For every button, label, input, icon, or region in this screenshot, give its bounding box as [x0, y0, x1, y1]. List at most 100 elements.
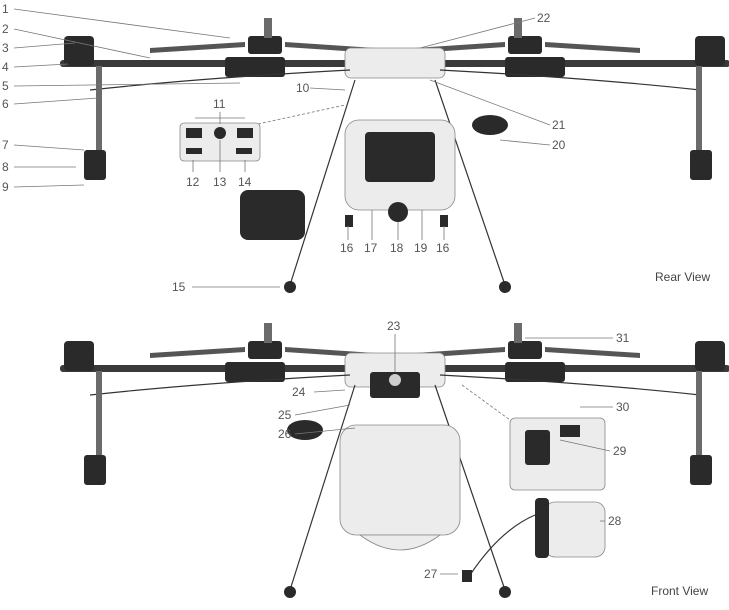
- rear-clip-right: [440, 215, 448, 227]
- rear-inset-dashed-link: [257, 104, 346, 125]
- callout-7: 7: [2, 138, 9, 152]
- callout-31: 31: [616, 331, 630, 345]
- front-tank: [339, 424, 461, 536]
- rear-foot-left: [284, 281, 296, 293]
- callout-15: 15: [172, 280, 186, 294]
- front-motor-outer-left: [64, 341, 94, 371]
- front-nozzle-left: [84, 455, 106, 485]
- rear-port-d: [186, 148, 202, 154]
- rear-body-shell: [344, 47, 446, 79]
- callout-18: 18: [390, 241, 404, 255]
- leader-lines: [13, 8, 613, 575]
- callout-28: 28: [608, 514, 622, 528]
- callout-19: 19: [414, 241, 428, 255]
- rear-motor-outer-right: [695, 36, 725, 66]
- rear-leg-left: [289, 79, 356, 286]
- callout-16a: 16: [340, 241, 354, 255]
- callout-20: 20: [552, 138, 566, 152]
- callout-27: 27: [424, 567, 438, 581]
- callout-12: 12: [186, 175, 200, 189]
- callout-17: 17: [364, 241, 378, 255]
- rear-view-label: Rear View: [655, 270, 710, 284]
- front-antenna-left: [264, 323, 272, 343]
- front-motor-inner-right: [508, 341, 542, 359]
- callout-21: 21: [552, 118, 566, 132]
- callout-24: 24: [292, 385, 306, 399]
- rear-port-b: [214, 127, 226, 139]
- front-inset-clip: [560, 425, 580, 437]
- front-battery-handle: [535, 498, 549, 558]
- rear-view-drawing: [60, 18, 729, 293]
- rear-propeller-right-b: [545, 42, 640, 53]
- rear-arm-lock-left: [225, 57, 285, 77]
- rear-propeller-left-a: [150, 42, 245, 53]
- callout-16b: 16: [436, 241, 450, 255]
- rear-leg-right: [434, 79, 506, 286]
- front-battery-cable: [469, 514, 536, 576]
- callout-6: 6: [2, 97, 9, 111]
- callout-23: 23: [387, 319, 401, 333]
- front-antenna-right: [514, 323, 522, 343]
- front-view-label: Front View: [651, 584, 708, 598]
- front-nozzle-pole-right: [696, 371, 702, 481]
- callout-22: 22: [537, 11, 551, 25]
- front-leg-right: [434, 384, 506, 591]
- rear-motor-inner-right: [508, 36, 542, 54]
- rear-port-e: [236, 148, 252, 154]
- front-connector: [462, 570, 472, 582]
- rear-hose-right: [439, 69, 701, 91]
- rear-clip-left: [345, 215, 353, 227]
- callout-numbers: 1 2 3 4 5 6 7 8 9 10 11 12 13 14 15 16 1…: [2, 2, 630, 581]
- front-fpv-lens: [389, 374, 401, 386]
- rear-nozzle-right: [690, 150, 712, 180]
- callout-29: 29: [613, 444, 627, 458]
- rear-tank-cap: [472, 115, 508, 135]
- front-tank-cap: [287, 420, 323, 440]
- callout-4: 4: [2, 60, 9, 74]
- rear-antenna-left: [264, 18, 272, 38]
- callout-9: 9: [2, 180, 9, 194]
- front-nozzle-right: [690, 455, 712, 485]
- front-arm-lock-left: [225, 362, 285, 382]
- callout-2: 2: [2, 22, 9, 36]
- callout-11: 11: [213, 97, 226, 111]
- front-foot-right: [499, 586, 511, 598]
- callout-13: 13: [213, 175, 227, 189]
- callout-25: 25: [278, 408, 292, 422]
- callout-5: 5: [2, 79, 9, 93]
- front-propeller-left-a: [150, 347, 245, 358]
- front-battery: [544, 501, 606, 558]
- front-motor-outer-right: [695, 341, 725, 371]
- rear-port-c: [237, 128, 253, 138]
- rear-motor-inner-left: [248, 36, 282, 54]
- rear-antenna-right: [514, 18, 522, 38]
- front-detail-inset: [509, 417, 606, 491]
- callout-3: 3: [2, 41, 9, 55]
- front-hose-left: [89, 374, 351, 396]
- callout-8: 8: [2, 160, 9, 174]
- front-foot-left: [284, 586, 296, 598]
- rear-foot-right: [499, 281, 511, 293]
- front-propeller-right-b: [545, 347, 640, 358]
- rear-hose-left: [89, 69, 351, 91]
- rear-nozzle-pole-left: [96, 66, 102, 176]
- rear-nozzle-left: [84, 150, 106, 180]
- rear-nozzle-pole-right: [696, 66, 702, 176]
- front-arm-lock-right: [505, 362, 565, 382]
- front-inset-dashed-link: [461, 384, 511, 421]
- front-leg-left: [289, 384, 356, 591]
- rear-pump: [388, 202, 408, 222]
- rear-battery: [240, 190, 305, 240]
- front-nozzle-pole-left: [96, 371, 102, 481]
- rear-arm-lock-right: [505, 57, 565, 77]
- front-tank-bottom: [358, 534, 442, 551]
- rear-tank-panel: [365, 132, 435, 182]
- front-motor-inner-left: [248, 341, 282, 359]
- front-view-drawing: [60, 323, 729, 598]
- callout-14: 14: [238, 175, 252, 189]
- callout-30: 30: [616, 400, 630, 414]
- callout-26: 26: [278, 427, 292, 441]
- front-inset-component: [525, 430, 550, 465]
